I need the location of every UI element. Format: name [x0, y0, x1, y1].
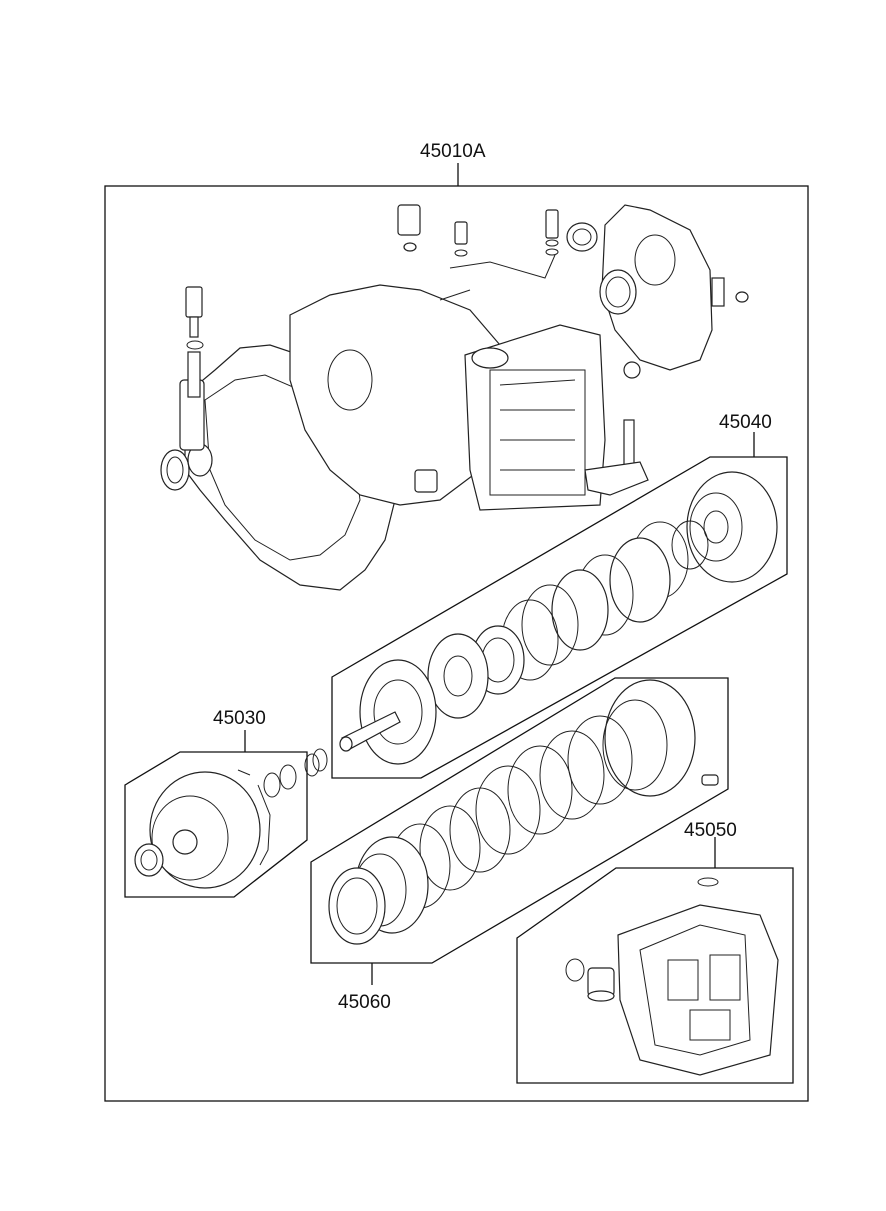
callout-45060: 45060: [338, 992, 391, 1013]
kit-45030-parts: [134, 748, 328, 889]
callout-45050: 45050: [684, 820, 737, 841]
kit-45030-frame: [124, 730, 308, 898]
kit-45050-frame: [516, 837, 794, 1084]
kit-45060-parts: [328, 679, 719, 945]
callout-45040: 45040: [719, 412, 772, 433]
callout-45010a: 45010A: [420, 141, 486, 162]
callout-45030: 45030: [213, 708, 266, 729]
kit-45040-parts: [339, 471, 778, 765]
kit-45050-parts: [565, 877, 779, 1076]
assembly-frame: [104, 163, 809, 1102]
kit-45040-frame: [331, 432, 788, 779]
transmission-case-drawing: [160, 204, 749, 591]
kit-45060-frame: [310, 677, 729, 985]
